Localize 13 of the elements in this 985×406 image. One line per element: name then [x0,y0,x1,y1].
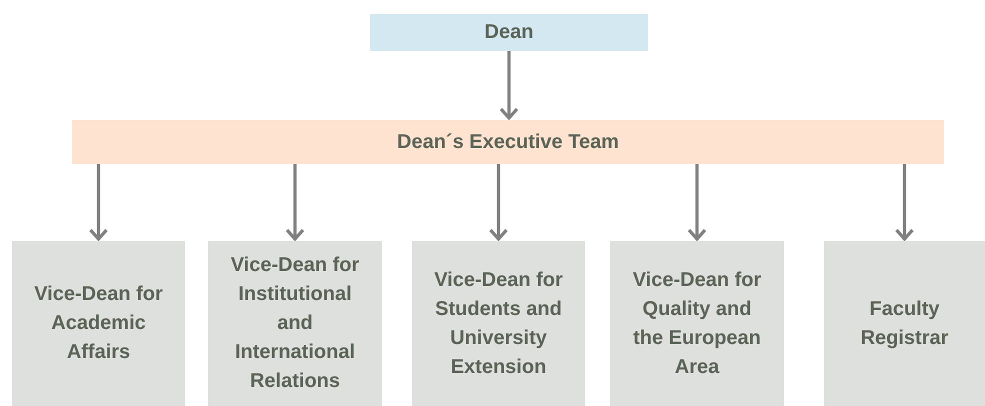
arrow [687,164,707,241]
role-box: Vice-Dean for Institutional and International Relations [208,241,382,406]
team-band: Dean´s Executive Team [72,120,944,164]
arrow [894,164,914,241]
arrow [285,164,305,241]
role-box: Vice-Dean for Academic Affairs [12,241,185,406]
role-box: Vice-Dean for Students and University Extension [412,241,585,406]
dean-box: Dean [370,14,648,51]
role-box: Faculty Registrar [824,241,985,406]
arrow [88,164,108,241]
arrow [488,164,508,241]
arrow [499,51,519,120]
role-box: Vice-Dean for Quality and the European Area [610,241,784,406]
